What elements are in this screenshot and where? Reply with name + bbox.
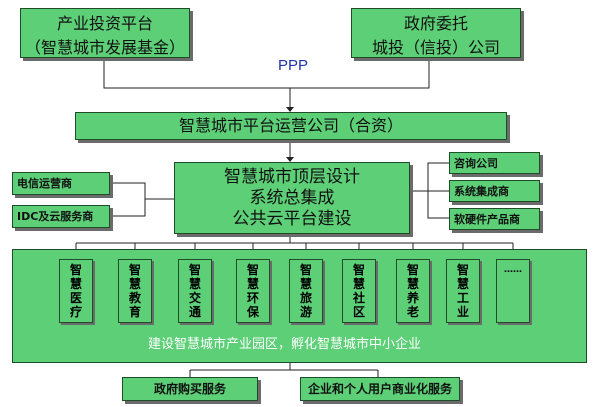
center-line3: 公共云平台建设	[232, 209, 352, 229]
government-entrusted-box: 政府委托 城投（信投）公司	[351, 8, 521, 58]
center-box: 智慧城市顶层设计 系统总集成 公共云平台建设	[174, 162, 410, 234]
park-caption: 建设智慧城市产业园区，孵化智慧城市中小企业	[148, 337, 422, 352]
connector-top	[103, 60, 430, 89]
operator-label: 智慧城市平台运营公司（合资）	[178, 116, 403, 135]
center-line1: 智慧城市顶层设计	[224, 167, 360, 187]
telecom-operator-label: 电信运营商	[17, 177, 72, 190]
commercial-service-box: 企业和个人用户商业化服务	[300, 377, 460, 401]
sector-tourism: 智慧旅游	[289, 259, 323, 323]
idc-cloud-box: IDC及云服务商	[12, 205, 110, 228]
commercial-service-label: 企业和个人用户商业化服务	[307, 382, 452, 396]
government-purchase-label: 政府购买服务	[153, 382, 226, 396]
sector-education: 智慧教育	[118, 259, 152, 323]
system-integrator-box: 系统集成商	[449, 180, 540, 202]
operator-box: 智慧城市平台运营公司（合资）	[75, 112, 507, 140]
sector-more: ……	[496, 259, 530, 323]
investment-platform-line2: （智慧城市发展基金）	[24, 38, 185, 57]
investment-platform-line1: 产业投资平台	[56, 14, 153, 33]
consulting-box: 咨询公司	[449, 152, 540, 174]
sector-transport: 智慧交通	[178, 259, 212, 323]
consulting-label: 咨询公司	[454, 157, 498, 170]
telecom-operator-box: 电信运营商	[12, 172, 110, 195]
hardware-software-vendor-label: 软硬件产品商	[454, 213, 520, 226]
ppp-label: PPP	[278, 57, 309, 74]
government-entrusted-line1: 政府委托	[403, 14, 468, 33]
government-entrusted-line2: 城投（信投）公司	[371, 38, 500, 57]
government-purchase-box: 政府购买服务	[122, 377, 258, 401]
sector-community: 智慧社区	[342, 259, 376, 323]
system-integrator-label: 系统集成商	[454, 185, 509, 198]
sector-environment: 智慧环保	[236, 259, 270, 323]
idc-cloud-label: IDC及云服务商	[17, 210, 94, 223]
investment-platform-box: 产业投资平台 （智慧城市发展基金）	[20, 8, 190, 58]
center-line2: 系统总集成	[249, 188, 335, 208]
connector-left	[110, 182, 146, 217]
sector-elderly-care: 智慧养老	[396, 259, 430, 323]
hardware-software-vendor-box: 软硬件产品商	[449, 208, 540, 230]
sector-medical: 智慧医疗	[59, 259, 93, 323]
sector-industry: 智慧工业	[446, 259, 480, 323]
